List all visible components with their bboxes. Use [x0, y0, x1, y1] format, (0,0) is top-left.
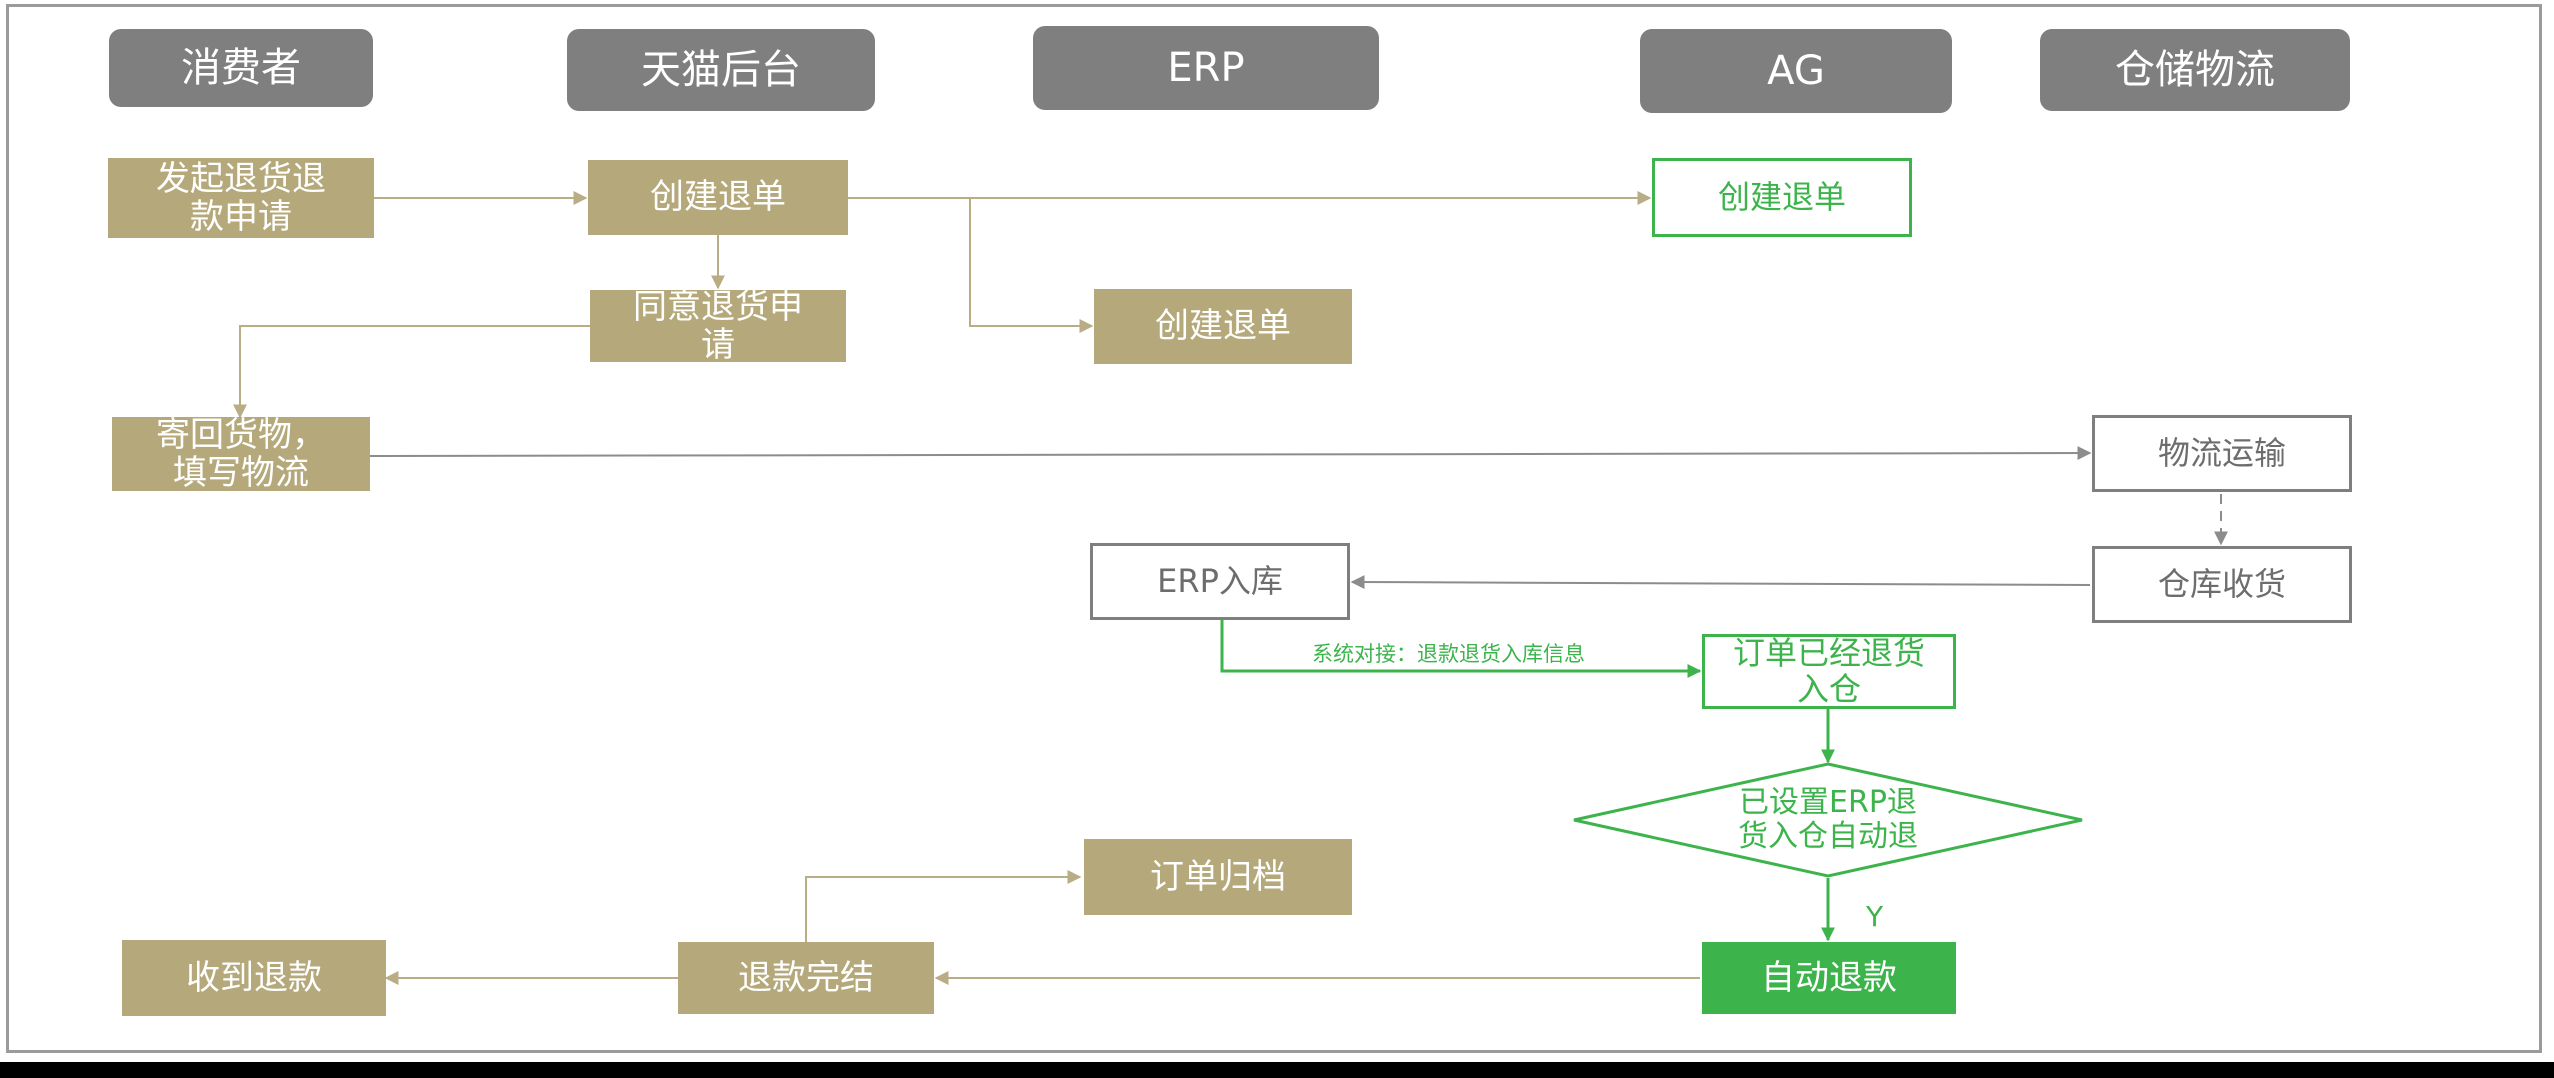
edge-label-system-link: 系统对接：退款退货入库信息	[1312, 642, 1585, 666]
decision-auto-refund-text: 已设置ERP退 货入仓自动退	[1738, 784, 1918, 854]
node-ag-create-return: 创建退单	[1652, 158, 1912, 237]
node-receive-refund: 收到退款	[122, 940, 386, 1016]
node-erp-inbound: ERP入库	[1090, 543, 1350, 620]
diagram-frame	[6, 4, 2542, 1053]
node-order-returned: 订单已经退货 入仓	[1702, 634, 1956, 709]
edge-erp-inbound-to-order-returned	[1220, 620, 1702, 678]
edge-ship-to-logistics	[369, 446, 2092, 461]
lane-header-consumer: 消费者	[109, 29, 373, 107]
edge-receive-to-erp-inbound	[1350, 575, 2091, 590]
node-initiate-return: 发起退货退 款申请	[108, 158, 374, 238]
node-auto-refund: 自动退款	[1702, 942, 1956, 1014]
edge-complete-to-archive	[805, 870, 1082, 942]
node-ship-goods: 寄回货物， 填写物流	[112, 416, 370, 492]
lane-header-erp: ERP	[1033, 26, 1379, 110]
node-agree-return: 同意退货申 请	[590, 288, 846, 364]
edge-agree-to-ship	[233, 325, 590, 419]
decision-diamond	[1573, 762, 2083, 878]
node-erp-create-return: 创建退单	[1094, 289, 1352, 364]
edge-label-yes: Y	[1866, 900, 1884, 933]
lane-header-tmall: 天猫后台	[567, 29, 875, 111]
node-tmall-create-return: 创建退单	[588, 160, 848, 235]
node-order-archive: 订单归档	[1084, 839, 1352, 915]
lane-header-ag: AG	[1640, 29, 1952, 113]
lane-header-warehouse: 仓储物流	[2040, 29, 2350, 111]
node-refund-complete: 退款完结	[678, 942, 934, 1014]
node-logistics: 物流运输	[2092, 415, 2352, 492]
node-warehouse-receive: 仓库收货	[2092, 546, 2352, 623]
edge-create-to-erp	[969, 198, 1094, 333]
